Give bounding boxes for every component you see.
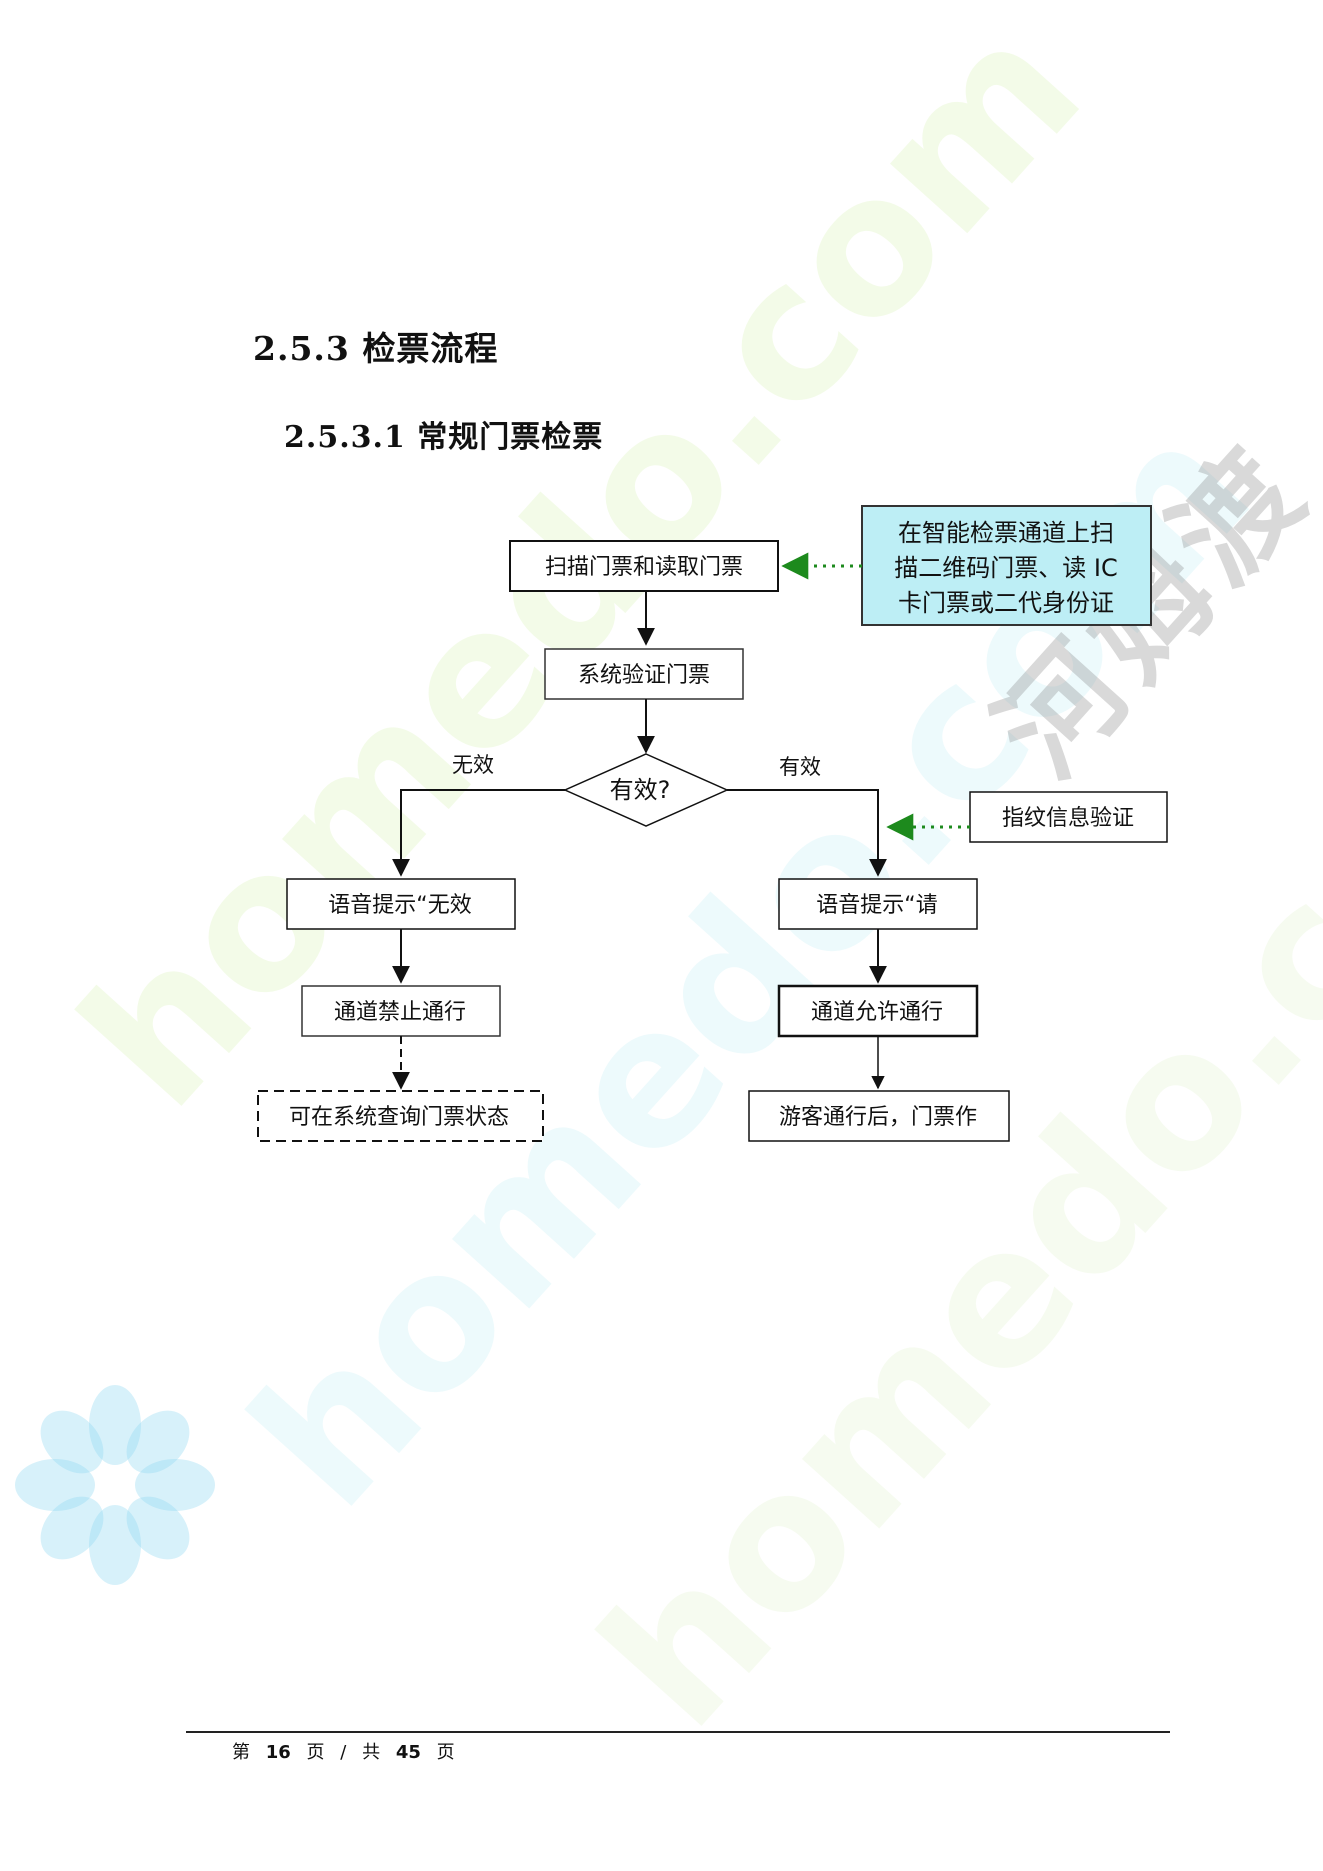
node-voice-valid-label: 语音提示“请 bbox=[816, 893, 937, 918]
footer-text: 第 bbox=[232, 1742, 250, 1763]
note-line: 描二维码门票、读 IC bbox=[894, 554, 1117, 582]
edge-label-valid: 有效 bbox=[779, 755, 821, 779]
footer-separator: / bbox=[340, 1742, 347, 1763]
node-after-label: 游客通行后，门票作 bbox=[779, 1105, 977, 1130]
footer-page-number: 16 bbox=[265, 1742, 291, 1763]
watermark-flower-icon bbox=[15, 1385, 215, 1585]
node-scan-ticket: 扫描门票和读取门票 bbox=[509, 540, 779, 592]
node-voice-invalid: 语音提示“无效 bbox=[286, 878, 516, 930]
node-decision-valid: 有效? bbox=[563, 753, 729, 827]
node-scan-label: 扫描门票和读取门票 bbox=[545, 555, 743, 580]
node-query-status: 可在系统查询门票状态 bbox=[257, 1090, 544, 1142]
node-query-label: 可在系统查询门票状态 bbox=[289, 1105, 509, 1130]
note-line: 在智能检票通道上扫 bbox=[898, 519, 1114, 547]
node-fingerprint: 指纹信息验证 bbox=[969, 791, 1168, 843]
footer-text: 页 bbox=[436, 1742, 455, 1763]
node-allow-pass: 通道允许通行 bbox=[777, 984, 979, 1038]
node-voice-valid: 语音提示“请 bbox=[778, 878, 978, 930]
note-scan-methods: 在智能检票通道上扫 描二维码门票、读 IC 卡门票或二代身份证 bbox=[861, 505, 1152, 626]
node-voice-invalid-label: 语音提示“无效 bbox=[328, 893, 471, 918]
edge-decision-invalid bbox=[392, 789, 565, 877]
footer-divider bbox=[186, 1731, 1170, 1733]
node-verify-label: 系统验证门票 bbox=[578, 663, 710, 688]
page-footer: 第 16 页 / 共 45 页 bbox=[232, 1738, 465, 1764]
note-line: 卡门票或二代身份证 bbox=[898, 589, 1114, 617]
decision-label: 有效? bbox=[610, 776, 671, 804]
node-fingerprint-label: 指纹信息验证 bbox=[1002, 806, 1134, 831]
edge-decision-valid bbox=[727, 789, 887, 877]
node-verify-ticket: 系统验证门票 bbox=[544, 648, 744, 700]
footer-total-pages: 45 bbox=[395, 1742, 421, 1763]
node-deny-pass: 通道禁止通行 bbox=[301, 985, 501, 1037]
edge-label-invalid: 无效 bbox=[452, 753, 494, 777]
footer-text: 页 bbox=[306, 1742, 325, 1763]
node-deny-label: 通道禁止通行 bbox=[334, 1000, 466, 1025]
node-allow-label: 通道允许通行 bbox=[811, 1000, 943, 1025]
node-after-pass: 游客通行后，门票作 bbox=[748, 1090, 1010, 1142]
footer-text: 共 bbox=[362, 1742, 381, 1763]
section-heading: 2.5.3 检票流程 bbox=[253, 329, 499, 368]
subsection-heading: 2.5.3.1 常规门票检票 bbox=[284, 420, 604, 455]
